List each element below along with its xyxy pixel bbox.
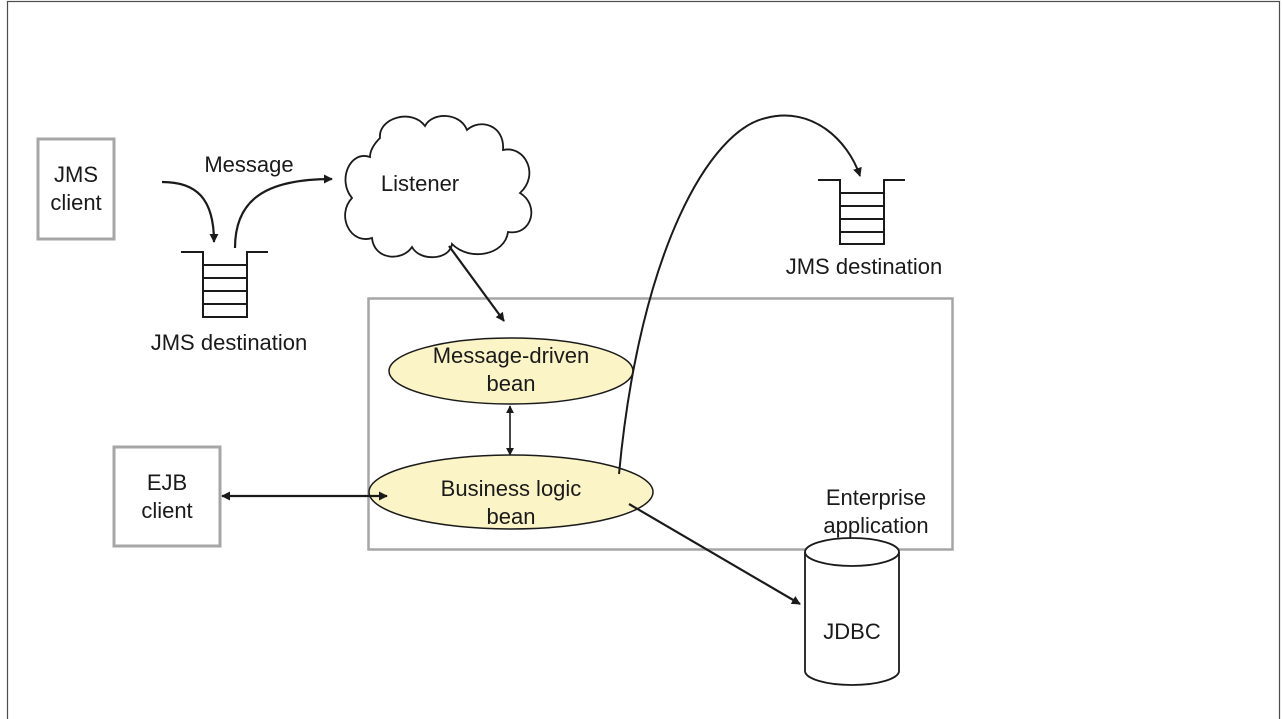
business-logic-bean: Business logic bean [368,454,654,530]
business-bean-to-jdbc-arrow [628,503,801,605]
jdbc-label: JDBC [823,619,881,644]
jms-destination-right-queue [818,179,905,245]
jdbc-database-icon: JDBC [804,537,900,686]
jms-destination-left-queue [181,251,268,318]
business-logic-bean-label-line1: Business logic [441,476,582,501]
ejb-client-box: EJB client [112,445,222,548]
listener-cloud: Listener [344,115,533,259]
message-send-arrow [161,180,219,243]
business-logic-bean-label-line2: bean [487,504,536,529]
jms-destination-right-label: JMS destination [786,254,943,279]
ejb-client-label-line2: client [141,498,192,523]
listener-label: Listener [381,171,459,196]
jms-client-box: JMS client [36,137,116,241]
message-label: Message [204,152,293,177]
message-deliver-arrow [233,174,333,249]
ejb-client-label-line1: EJB [147,470,187,495]
jms-client-label-line2: client [50,190,101,215]
enterprise-application-label-line1: Enterprise [826,485,926,510]
outer-frame [6,0,1281,719]
enterprise-application-label-line2: application [823,513,928,538]
jms-destination-left-label: JMS destination [151,330,308,355]
message-driven-bean-label-line1: Message-driven [433,343,590,368]
jms-client-label-line1: JMS [54,162,98,187]
listener-to-mdb-arrow [448,245,505,322]
enterprise-application-box [367,297,954,551]
message-driven-bean: Message-driven bean [388,337,634,405]
message-driven-bean-label-line2: bean [487,371,536,396]
business-bean-to-destination-arrow [618,114,862,475]
